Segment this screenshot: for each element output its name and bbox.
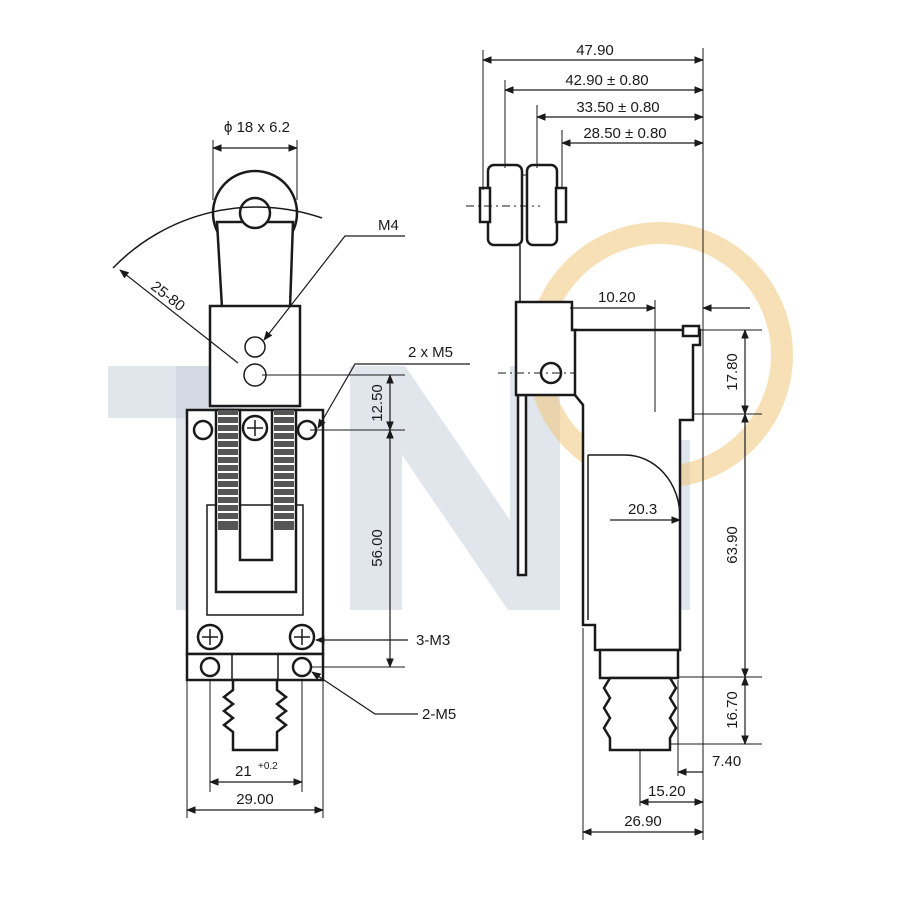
dim-47-90: 47.90 — [576, 42, 614, 59]
dim-42-90: 42.90 ± 0.80 — [565, 72, 648, 89]
watermark-letter-n — [350, 366, 560, 610]
side-cable-gland — [602, 676, 678, 752]
dim-26-90: 26.90 — [624, 813, 662, 830]
roller-left — [486, 163, 524, 247]
dim-33-50: 33.50 ± 0.80 — [576, 99, 659, 116]
side-top-tab — [681, 324, 701, 338]
arm-length-dim-line — [119, 269, 239, 364]
lever-rod-lower — [516, 393, 528, 577]
dim-28-50: 28.50 ± 0.80 — [583, 125, 666, 142]
dim-10-20: 10.20 — [598, 289, 636, 306]
m3-label: 3-M3 — [416, 632, 450, 649]
side-body — [573, 328, 702, 652]
spring-teeth-right — [274, 410, 294, 530]
dim-21-tolerance: +0.2 — [258, 761, 278, 772]
top-cross-screw-slot — [247, 420, 263, 436]
side-base — [598, 648, 680, 680]
m4-screw-hole — [244, 336, 266, 358]
dim-17-80: 17.80 — [724, 353, 741, 391]
m4-label: M4 — [378, 217, 399, 234]
dim-16-70: 16.70 — [724, 691, 741, 729]
cable-gland — [221, 678, 289, 752]
m3-screw-left-slot — [202, 629, 218, 645]
roller-right — [525, 163, 559, 247]
m5-hole-right — [291, 656, 313, 678]
dim-12-50: 12.50 — [369, 384, 386, 422]
head-block — [208, 304, 302, 408]
side-view: 47.90 42.90 ± 0.80 33.50 ± 0.80 28.50 ± … — [466, 42, 762, 840]
dim-56-00: 56.00 — [369, 529, 386, 567]
m3-screw-right-slot — [294, 629, 310, 645]
roller-right-cap — [554, 186, 568, 224]
dim-63-90: 63.90 — [724, 526, 741, 564]
body-window — [206, 504, 304, 616]
side-body-arc — [588, 454, 681, 518]
roller-hub-front — [238, 196, 272, 230]
dim-29-00: 29.00 — [236, 791, 274, 808]
mount-hole-top-left — [192, 419, 214, 441]
front-view: 25-80 ϕ 18 x 6.2 M4 — [112, 119, 470, 818]
dim-20-3: 20.3 — [628, 501, 657, 518]
roller-size-label: ϕ 18 x 6.2 — [224, 119, 290, 136]
spring-teeth-left — [218, 410, 238, 530]
switch-body — [185, 408, 325, 656]
dim-21: 21 — [235, 763, 252, 780]
m5-label: 2-M5 — [422, 706, 456, 723]
dim-7-40: 7.40 — [712, 753, 741, 770]
dim-15-20: 15.20 — [648, 783, 686, 800]
mount-leader — [317, 363, 470, 429]
m5-leader — [311, 671, 418, 715]
roller-left-cap — [478, 186, 492, 224]
mount-label: 2 x M5 — [408, 344, 453, 361]
m4-leader — [263, 235, 405, 341]
lever-swing-arc — [112, 206, 323, 269]
lever-arm — [215, 220, 295, 310]
m5-hole-left — [199, 656, 221, 678]
